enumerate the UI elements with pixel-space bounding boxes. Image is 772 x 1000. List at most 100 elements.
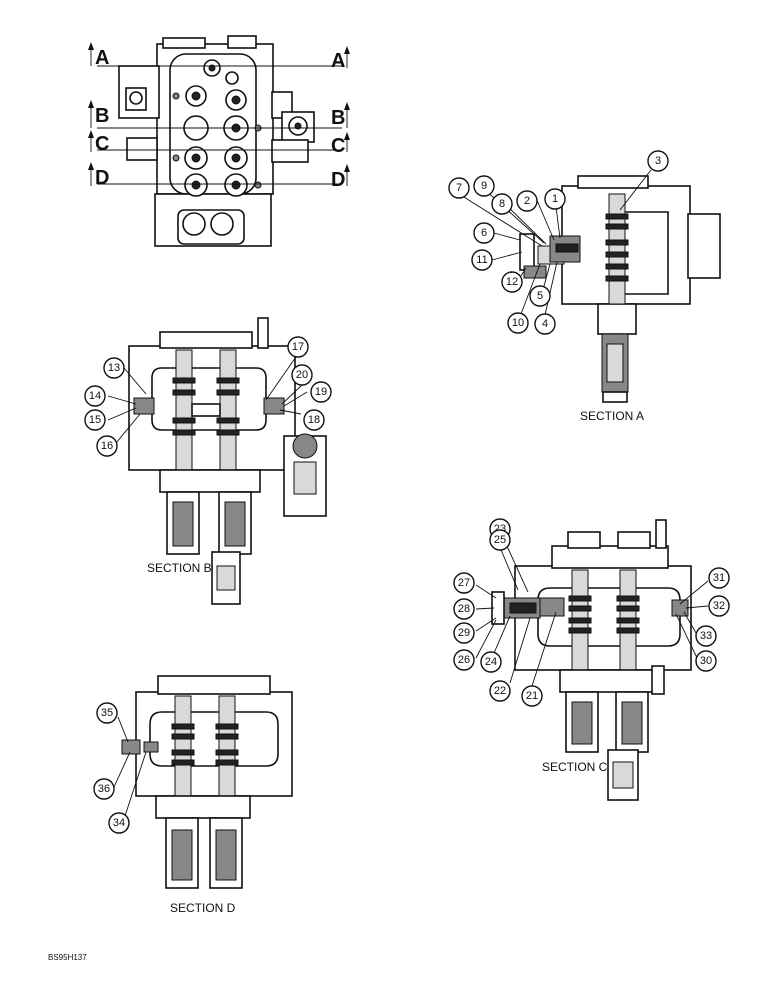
callout-16: 16 [96,435,118,457]
callout-32: 32 [708,595,730,617]
section-a-spool-coils [605,213,629,282]
svg-text:10: 10 [512,317,524,329]
callout-6: 6 [473,222,495,244]
callout-25: 25 [489,529,511,551]
callout-33: 33 [695,625,717,647]
svg-text:B: B [331,107,345,129]
section-c-title: SECTION C [542,760,608,774]
svg-text:1: 1 [552,193,558,205]
callout-28: 28 [453,598,475,620]
svg-text:9: 9 [481,180,487,192]
svg-text:22: 22 [494,685,506,697]
callout-34: 34 [108,812,130,834]
section-c-drawing [491,519,692,801]
callout-21: 21 [521,685,543,707]
callout-22: 22 [489,680,511,702]
section-mark-b-right: B [331,102,350,129]
svg-text:A: A [331,50,345,72]
callout-31: 31 [708,567,730,589]
callout-12: 12 [501,271,523,293]
callout-29: 29 [453,622,475,644]
callout-36: 36 [93,778,115,800]
callout-35: 35 [96,702,118,724]
svg-text:B: B [95,105,109,127]
svg-text:35: 35 [101,707,113,719]
section-mark-a-left: A [88,42,109,69]
callout-1: 1 [544,188,566,210]
callout-leaders [107,169,709,820]
callout-20: 20 [291,364,313,386]
svg-text:6: 6 [481,227,487,239]
svg-text:32: 32 [713,600,725,612]
callout-5: 5 [529,285,551,307]
callout-2: 2 [516,190,538,212]
callout-14: 14 [84,385,106,407]
svg-text:13: 13 [108,362,120,374]
svg-text:C: C [331,135,345,157]
section-b-title: SECTION B [147,561,212,575]
svg-text:20: 20 [296,369,308,381]
section-mark-b-left: B [88,100,109,128]
section-mark-d-left: D [88,162,109,189]
section-d-drawing [121,675,293,889]
svg-text:21: 21 [526,690,538,702]
svg-text:30: 30 [700,655,712,667]
section-mark-a-right: A [331,46,350,72]
svg-text:3: 3 [655,155,661,167]
svg-text:28: 28 [458,603,470,615]
callout-15: 15 [84,409,106,431]
section-a-drawing [519,175,721,403]
svg-text:31: 31 [713,572,725,584]
section-d-spool-coils [171,723,239,766]
callout-30: 30 [695,650,717,672]
valve-top-view [97,35,342,247]
callout-9: 9 [473,175,495,197]
callout-26: 26 [453,649,475,671]
svg-text:12: 12 [506,276,518,288]
svg-text:25: 25 [494,534,506,546]
svg-text:4: 4 [542,318,548,330]
svg-text:D: D [95,167,109,189]
callout-8: 8 [491,193,513,215]
svg-text:C: C [95,133,109,155]
svg-text:15: 15 [89,414,101,426]
callout-18: 18 [303,409,325,431]
svg-text:34: 34 [113,817,125,829]
section-mark-c-right: C [331,132,350,157]
svg-text:24: 24 [485,656,497,668]
callout-7: 7 [448,177,470,199]
svg-text:2: 2 [524,195,530,207]
callout-4: 4 [534,313,556,335]
svg-text:36: 36 [98,783,110,795]
callout-3: 3 [647,150,669,172]
svg-text:27: 27 [458,577,470,589]
svg-text:14: 14 [89,390,101,402]
svg-text:8: 8 [499,198,505,210]
svg-text:11: 11 [476,254,487,266]
svg-text:29: 29 [458,627,470,639]
svg-text:17: 17 [292,341,304,353]
callout-17: 17 [287,336,309,358]
section-lines [97,65,342,185]
callout-19: 19 [310,381,332,403]
callout-24: 24 [480,651,502,673]
svg-text:D: D [331,169,345,191]
svg-text:5: 5 [537,290,543,302]
svg-text:A: A [95,47,109,69]
svg-text:33: 33 [700,630,712,642]
section-mark-c-left: C [88,130,109,155]
section-c-spool-coils [568,595,640,634]
svg-text:7: 7 [456,182,462,194]
section-b-spool-coils [172,377,240,436]
callout-13: 13 [103,357,125,379]
section-d-title: SECTION D [170,901,236,915]
section-mark-d-right: D [331,164,350,191]
section-b-drawing [128,317,327,605]
svg-text:26: 26 [458,654,470,666]
callout-11: 11 [471,249,493,271]
callout-27: 27 [453,572,475,594]
svg-text:18: 18 [308,414,320,426]
callout-10: 10 [507,312,529,334]
svg-text:16: 16 [101,440,113,452]
